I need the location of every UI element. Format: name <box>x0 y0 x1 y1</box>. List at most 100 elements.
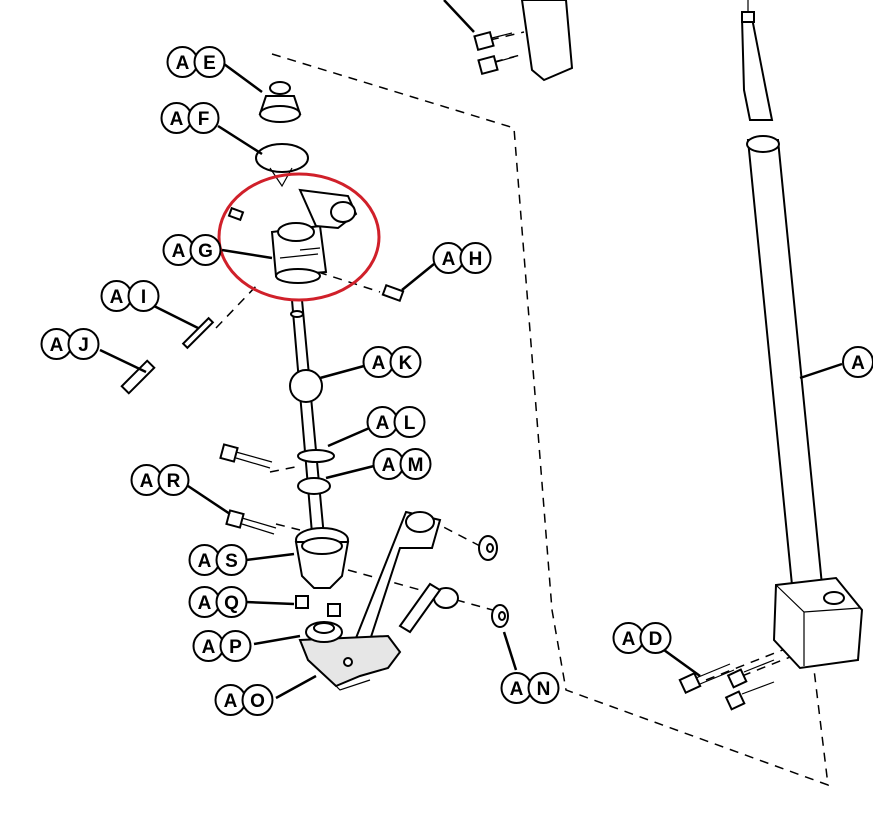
callout-letter: F <box>198 109 210 130</box>
callout-letter: A <box>372 353 386 374</box>
part-base-plate <box>298 621 402 691</box>
callout-letter: A <box>50 335 64 356</box>
callout-letter: Q <box>224 593 239 614</box>
part-ring-upper <box>297 449 335 463</box>
callout-bubble <box>215 586 248 618</box>
bolt-upper <box>219 443 273 469</box>
dashed-link-line-2 <box>317 271 381 293</box>
top-leader <box>443 0 475 33</box>
top-bolt-2 <box>477 54 515 76</box>
callout-letter: A <box>510 679 524 700</box>
bolt-ad-2 <box>726 659 775 689</box>
part-ball <box>289 369 323 403</box>
callout-bubble <box>527 672 560 704</box>
leader-lines <box>99 62 843 700</box>
callout-letter: R <box>167 471 181 492</box>
callout-bubble <box>67 328 100 360</box>
callout-bubble <box>127 280 160 312</box>
callout-bubble <box>193 46 226 78</box>
callout-a-right: A <box>842 346 873 378</box>
callout-bubble <box>189 234 222 266</box>
callout-letter: L <box>404 413 416 434</box>
part-boot <box>294 527 350 589</box>
callout-letter: A <box>382 455 396 476</box>
callout-letter: M <box>408 455 424 476</box>
dashed-link-line-3 <box>269 465 301 473</box>
part-plug <box>381 283 405 303</box>
callout-letter: J <box>78 335 89 356</box>
dashed-link-line-8 <box>741 649 809 677</box>
top-bracket <box>520 0 574 82</box>
part-cap <box>258 81 302 123</box>
callout-bubble <box>639 622 672 654</box>
callout-letter: A <box>198 551 212 572</box>
callout-letter: E <box>203 53 216 74</box>
callout-letter: A <box>442 249 456 270</box>
part-roll-pin <box>120 359 156 395</box>
callout-letter: A <box>140 471 154 492</box>
callout-bubble <box>389 346 422 378</box>
callout-bubble <box>459 242 492 274</box>
callout-letter: A <box>376 413 390 434</box>
callout-bubble <box>157 464 190 496</box>
callout-letter: A <box>170 109 184 130</box>
callout-bubble <box>215 544 248 576</box>
part-mount-bolts <box>295 595 341 617</box>
callout-bubble <box>393 406 426 438</box>
part-shifter-housing <box>270 188 358 284</box>
dashed-link-line-4 <box>275 523 301 531</box>
callout-bubble <box>187 102 220 134</box>
dashed-link-line-9 <box>489 31 525 41</box>
callout-letter: A <box>110 287 124 308</box>
callout-letter: A <box>176 53 190 74</box>
callout-letter: A <box>224 691 238 712</box>
bolt-ad-3 <box>724 681 775 711</box>
dashed-link-line-5 <box>347 569 501 613</box>
dashed-group-outline <box>271 53 829 787</box>
callout-letter: N <box>537 679 551 700</box>
callout-letter: S <box>225 551 238 572</box>
part-long-pin <box>181 316 215 350</box>
callout-letter: I <box>141 287 146 308</box>
callout-letter: A <box>202 637 216 658</box>
callout-letter: A <box>198 593 212 614</box>
callout-bubble <box>842 346 873 378</box>
part-ring <box>255 143 309 173</box>
bolt-ad-1 <box>678 663 735 695</box>
right-rod-assembly <box>740 0 864 670</box>
part-pin-small <box>227 206 245 222</box>
part-ring-lower <box>297 477 331 495</box>
callout-bubble <box>241 684 274 716</box>
bolt-lower <box>225 509 277 535</box>
highlight-circle <box>217 172 381 302</box>
callout-bubble <box>399 448 432 480</box>
callout-letter: A <box>622 629 636 650</box>
callout-letter: A <box>172 241 186 262</box>
callout-letter: H <box>469 249 483 270</box>
callout-letter: A <box>851 353 865 374</box>
callout-letter: P <box>229 637 242 658</box>
callout-letter: D <box>649 629 663 650</box>
top-bolt-1 <box>473 30 513 52</box>
callout-letter: K <box>399 353 413 374</box>
callout-letter: O <box>250 691 265 712</box>
dashed-link-line-7 <box>705 639 809 681</box>
callout-letter: G <box>198 241 213 262</box>
